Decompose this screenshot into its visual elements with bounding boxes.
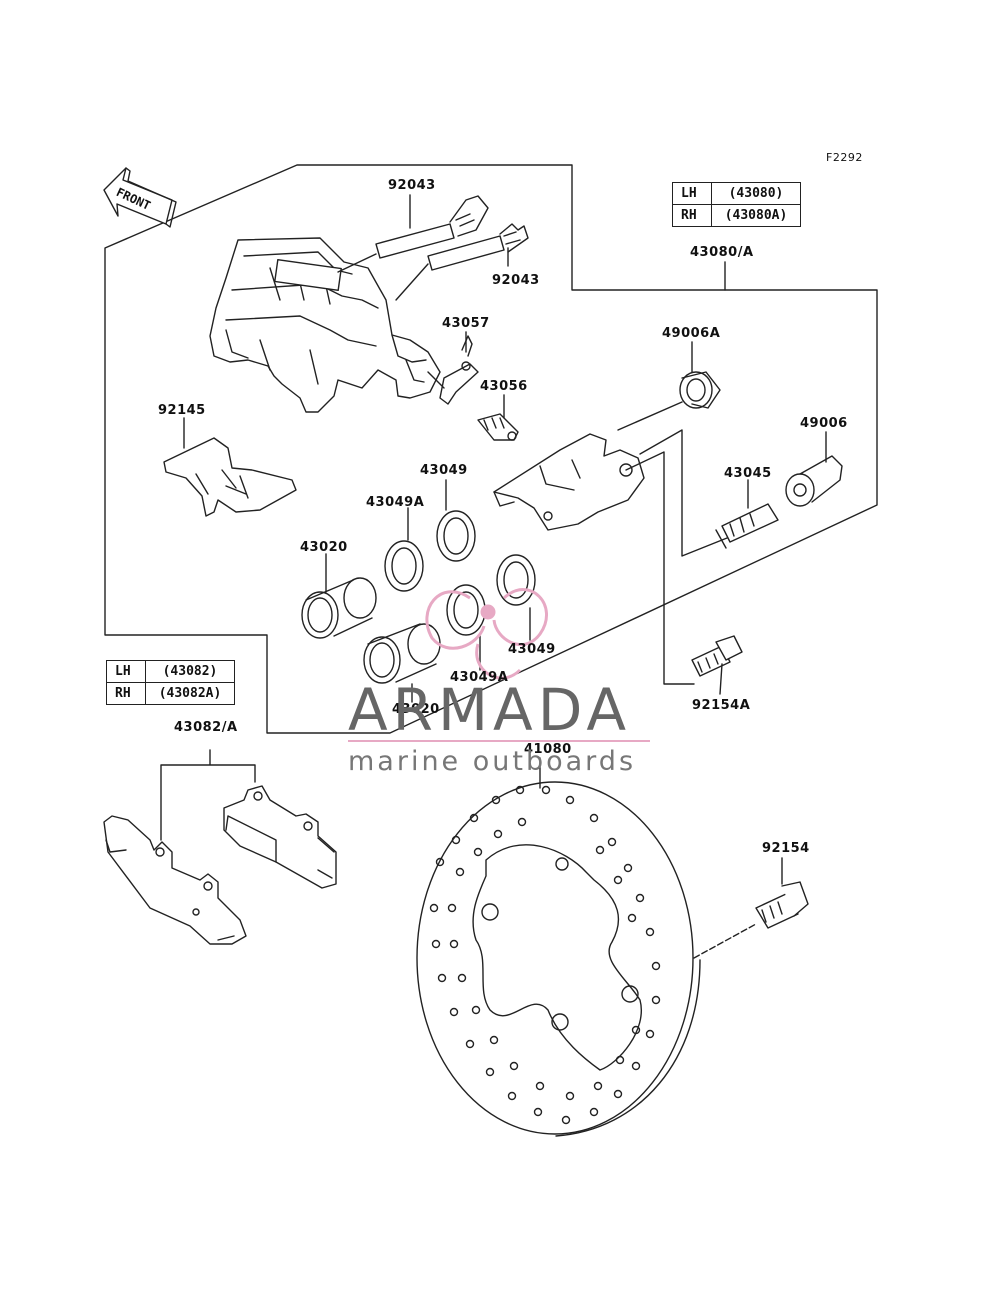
brake-pad-left — [103, 815, 247, 945]
watermark-divider — [348, 740, 650, 742]
label-49006A: 49006A — [662, 326, 721, 341]
side-label: LH — [106, 660, 146, 683]
caliper-bracket — [493, 401, 733, 685]
watermark-title: ARMADA — [348, 676, 632, 744]
bolt-92154A — [691, 635, 743, 677]
label-43056: 43056 — [480, 379, 528, 394]
disc-holes — [429, 785, 661, 1125]
pad-spring-92145 — [163, 437, 297, 517]
piston-43020-left — [301, 577, 377, 639]
front-arrow-icon — [103, 167, 177, 228]
armada-logo-icon — [425, 588, 548, 680]
label-43057: 43057 — [442, 316, 490, 331]
assembly-boundary — [104, 164, 878, 734]
side-label: LH — [672, 182, 712, 205]
brake-disc-41080 — [416, 781, 701, 1137]
brake-pad-right — [223, 785, 337, 889]
label-43045: 43045 — [724, 466, 772, 481]
table-row: RH (43082A) — [106, 682, 235, 705]
label-43020-left: 43020 — [300, 540, 348, 555]
slide-pin-92043-upper — [337, 195, 489, 273]
figure-code: F2292 — [826, 151, 863, 164]
label-92145: 92145 — [158, 403, 206, 418]
piston-43020-right — [363, 623, 441, 684]
label-43049A-lower: 43049A — [450, 670, 509, 685]
table-row: RH (43080A) — [672, 204, 801, 227]
seal-ring-43049-lower — [496, 554, 536, 606]
label-92154: 92154 — [762, 841, 810, 856]
label-92154A: 92154A — [692, 698, 751, 713]
bleeder-cap-43057 — [427, 335, 479, 405]
table-row: LH (43082) — [106, 660, 235, 683]
seal-ring-43049-upper — [436, 510, 476, 562]
part-code: (43082A) — [145, 682, 235, 705]
pad-side-table: LH (43082) RH (43082A) — [106, 660, 235, 705]
part-code: (43080) — [711, 182, 801, 205]
label-43020-right: 43020 — [392, 702, 440, 717]
pad-group-bracket — [160, 749, 256, 841]
part-code: (43082) — [145, 660, 235, 683]
side-label: RH — [672, 204, 712, 227]
pin-43045 — [715, 503, 779, 549]
label-43049-lower: 43049 — [508, 642, 556, 657]
caliper-body — [209, 237, 441, 413]
side-label: RH — [106, 682, 146, 705]
label-43049A-upper: 43049A — [366, 495, 425, 510]
part-code: (43080A) — [711, 204, 801, 227]
label-92043-upper: 92043 — [388, 178, 436, 193]
boot-49006A — [679, 371, 721, 409]
boot-49006 — [785, 455, 843, 507]
label-43049-upper: 43049 — [420, 463, 468, 478]
seal-ring-43049A-upper — [384, 540, 424, 592]
label-49006: 49006 — [800, 416, 848, 431]
leader-lines — [183, 194, 827, 885]
label-41080: 41080 — [524, 742, 572, 757]
watermark-subtitle: marine outboards — [348, 746, 637, 777]
label-43082A: 43082/A — [174, 720, 238, 735]
table-row: LH (43080) — [672, 182, 801, 205]
disc-bolt-92154 — [693, 881, 809, 959]
caliper-side-table: LH (43080) RH (43080A) — [672, 182, 801, 227]
label-43080A: 43080/A — [690, 245, 754, 260]
bleeder-valve-43056 — [477, 413, 519, 441]
label-92043-lower: 92043 — [492, 273, 540, 288]
slide-pin-92043-lower — [395, 223, 529, 301]
